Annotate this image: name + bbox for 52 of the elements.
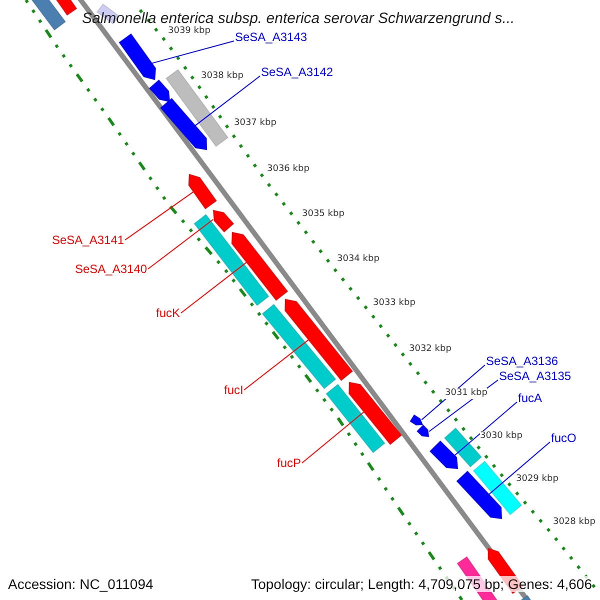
- tick-label: 3028 kbp: [553, 517, 596, 528]
- gene-block: [409, 414, 424, 426]
- leader-line: [488, 442, 550, 495]
- title: Salmonella enterica subsp. enterica serovar Schwarzengrund s...: [82, 10, 515, 27]
- leader-line: [180, 262, 248, 314]
- gene-bar: [194, 214, 270, 306]
- gene-block: [118, 33, 156, 80]
- gene-label: SeSA_A3136: [486, 354, 558, 368]
- gene-label: fucK: [156, 306, 180, 320]
- gene-label: SeSA_A3142: [261, 65, 334, 79]
- tick-label: 3032 kbp: [409, 344, 452, 355]
- gene-block: [429, 440, 458, 470]
- gene-block: [148, 79, 170, 103]
- gene-label: SeSA_A3140: [75, 262, 148, 276]
- tick-label: 3038 kbp: [201, 71, 244, 82]
- tick-label: 3030 kbp: [480, 431, 522, 442]
- tick-label: 3036 kbp: [267, 164, 310, 175]
- tick-label: 3034 kbp: [337, 254, 380, 265]
- tick-label: 3035 kbp: [302, 209, 344, 220]
- gene-label: fucP: [277, 456, 302, 470]
- accession-text: Accession: NC_011094: [8, 576, 154, 592]
- gene-block: [212, 209, 234, 233]
- gene-block: [231, 232, 288, 302]
- tick-label: 3029 kbp: [516, 474, 558, 485]
- gene-label: SeSA_A3141: [52, 233, 124, 247]
- gene-label: fucO: [551, 431, 576, 445]
- gene-block: [160, 98, 208, 150]
- gene-block: [456, 470, 502, 520]
- gene-block: [416, 424, 430, 438]
- leader-line: [302, 411, 365, 464]
- gene-block: [348, 382, 402, 446]
- tick-label: 3031 kbp: [445, 388, 488, 399]
- leader-line: [454, 402, 518, 456]
- gene-bar: [262, 304, 336, 390]
- leader-line: [124, 191, 194, 240]
- gene-label: fucA: [518, 391, 542, 405]
- gene-label: SeSA_A3143: [235, 30, 308, 44]
- leader-line: [151, 40, 234, 64]
- tick-label: 3039 kbp: [168, 26, 210, 37]
- gene-label: fucI: [224, 383, 244, 397]
- leader-line: [244, 339, 310, 390]
- gene-block: [284, 298, 354, 382]
- tick-label: 3033 kbp: [373, 298, 416, 309]
- genome-summary: Topology: circular; Length: 4,709,075 bp; Genes: 4,606: [251, 576, 592, 592]
- gene-label: SeSA_A3135: [499, 369, 572, 383]
- gene-bar: [165, 69, 229, 147]
- gene-bar: [444, 427, 482, 468]
- gene-block: [188, 173, 218, 210]
- gene-bar: [326, 384, 386, 454]
- tick-label: 3037 kbp: [234, 118, 276, 129]
- gene-bar: [30, 0, 66, 31]
- leader-line: [194, 76, 260, 126]
